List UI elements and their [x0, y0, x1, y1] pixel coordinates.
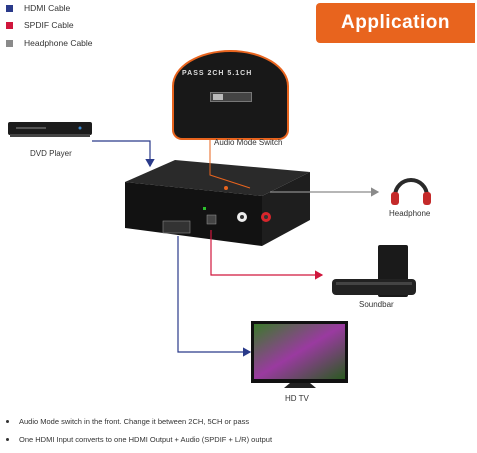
audio-mode-switch [210, 92, 252, 102]
spdif-port [206, 214, 217, 225]
hdmi-input-cable [92, 140, 155, 168]
legend-label-headphone: Headphone Cable [24, 38, 93, 48]
bullet-text: Audio Mode switch in the front. Change i… [19, 417, 250, 426]
legend-headphone: Headphone Cable [6, 37, 93, 49]
hdmi-out-port [162, 220, 191, 234]
bullet-item: One HDMI Input converts to one HDMI Outp… [6, 435, 272, 444]
legend-spdif: SPDIF Cable [6, 19, 74, 31]
soundbar-label: Soundbar [359, 300, 394, 309]
legend-swatch-hdmi [6, 4, 13, 12]
hdmi-output-cable [177, 236, 252, 357]
legend-hdmi: HDMI Cable [6, 2, 70, 14]
bullet-item: Audio Mode switch in the front. Change i… [6, 417, 249, 426]
legend-swatch-headphone [6, 39, 13, 47]
bullet-text: One HDMI Input converts to one HDMI Outp… [19, 435, 273, 444]
hd-tv-label: HD TV [285, 394, 309, 403]
bullet-dot [6, 438, 9, 441]
legend-label-spdif: SPDIF Cable [24, 20, 74, 30]
headphone-icon [391, 178, 431, 205]
spdif-cable [210, 230, 324, 280]
soundbar-icon [332, 245, 416, 297]
zoom-pointer [209, 137, 251, 189]
application-banner: Application [316, 3, 475, 43]
legend-swatch-spdif [6, 21, 13, 29]
dvd-player-icon [8, 122, 92, 137]
switch-mode-labels: PASS 2CH 5.1CH [182, 70, 253, 77]
dvd-player-label: DVD Player [30, 149, 72, 158]
headphone-label: Headphone [389, 209, 431, 218]
tv-icon [251, 321, 348, 388]
converter-device [125, 160, 310, 246]
audio-mode-switch-knob [213, 94, 223, 100]
audio-mode-switch-label: Audio Mode Switch [214, 138, 283, 147]
audio-mode-switch-zoom: PASS 2CH 5.1CH [172, 50, 289, 140]
legend-label-hdmi: HDMI Cable [24, 3, 71, 13]
bullet-dot [6, 420, 9, 423]
